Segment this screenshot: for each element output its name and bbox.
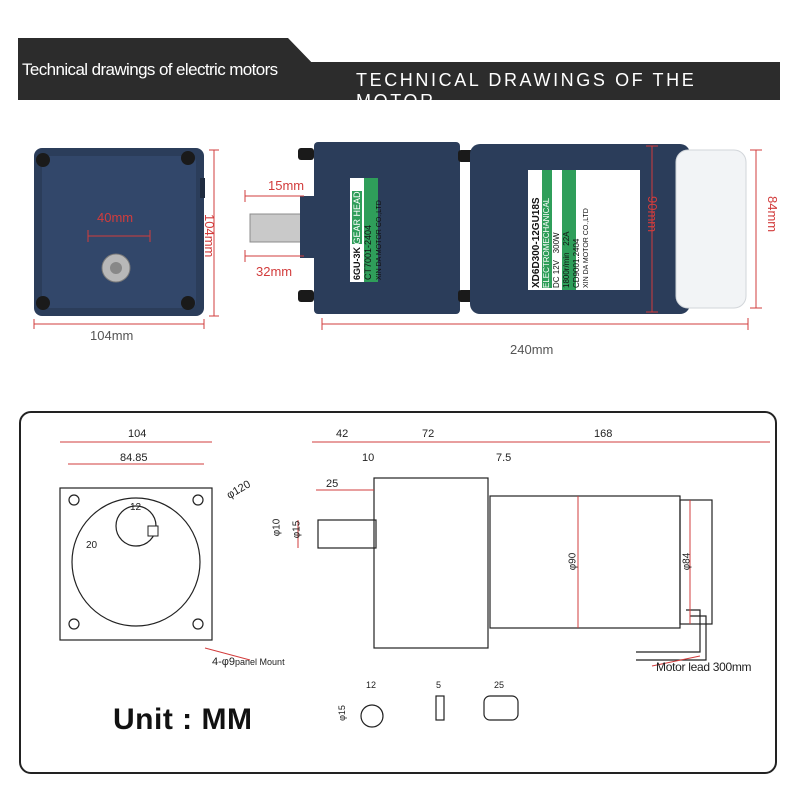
drawing-shaft (317, 519, 377, 549)
label-sec-12: 12 (366, 680, 377, 690)
drawing-motor (489, 495, 681, 629)
banner-right: TECHNICAL DRAWINGS OF THE MOTOR (306, 62, 780, 111)
banner-right-title: TECHNICAL DRAWINGS OF THE MOTOR (356, 70, 697, 111)
label-25: 25 (326, 478, 339, 490)
label-84-85: 84.85 (120, 452, 148, 464)
label-phi10: φ10 (271, 518, 283, 537)
banner-left-title: Technical drawings of electric motors (22, 60, 278, 79)
dim-15mm: 15mm (268, 178, 305, 193)
label-mount: 4-φ9panel Mount (212, 656, 285, 668)
label-104: 104 (128, 428, 147, 440)
dim-104mm-width: 104mm (90, 328, 134, 343)
technical-drawing-frame (19, 411, 777, 774)
shaft-side (249, 213, 305, 243)
end-cap (675, 149, 747, 309)
label-72: 72 (422, 428, 435, 440)
label-42: 42 (336, 428, 349, 440)
label-phi90: φ90 (567, 552, 579, 571)
drawing-front-plate (59, 487, 213, 641)
label-sec-phi15: φ15 (336, 705, 347, 721)
dim-32mm: 32mm (256, 264, 293, 279)
motor-photo-illustration (33, 142, 762, 330)
label-sec-25: 25 (494, 680, 505, 690)
label-168: 168 (594, 428, 613, 440)
dim-240mm: 240mm (510, 342, 554, 357)
label-motor-lead: Motor lead 300mm (656, 660, 752, 674)
label-phi15: φ15 (291, 520, 303, 539)
drawing-gearbox (373, 477, 489, 649)
label-phi84: φ84 (681, 552, 693, 571)
label-key-20: 20 (86, 540, 98, 551)
label-7-5: 7.5 (496, 452, 512, 464)
banner-left: Technical drawings of electric motors (18, 38, 318, 100)
label-sec-5: 5 (436, 680, 442, 690)
label-mount-size: 4-φ9 (212, 656, 236, 668)
label-10: 10 (362, 452, 375, 464)
label-key-12: 12 (130, 502, 142, 513)
dim-40mm: 40mm (97, 210, 134, 225)
front-bolts (36, 151, 195, 310)
label-mount-sub: panel Mount (235, 657, 285, 667)
unit-label: Unit : MM (113, 703, 253, 736)
